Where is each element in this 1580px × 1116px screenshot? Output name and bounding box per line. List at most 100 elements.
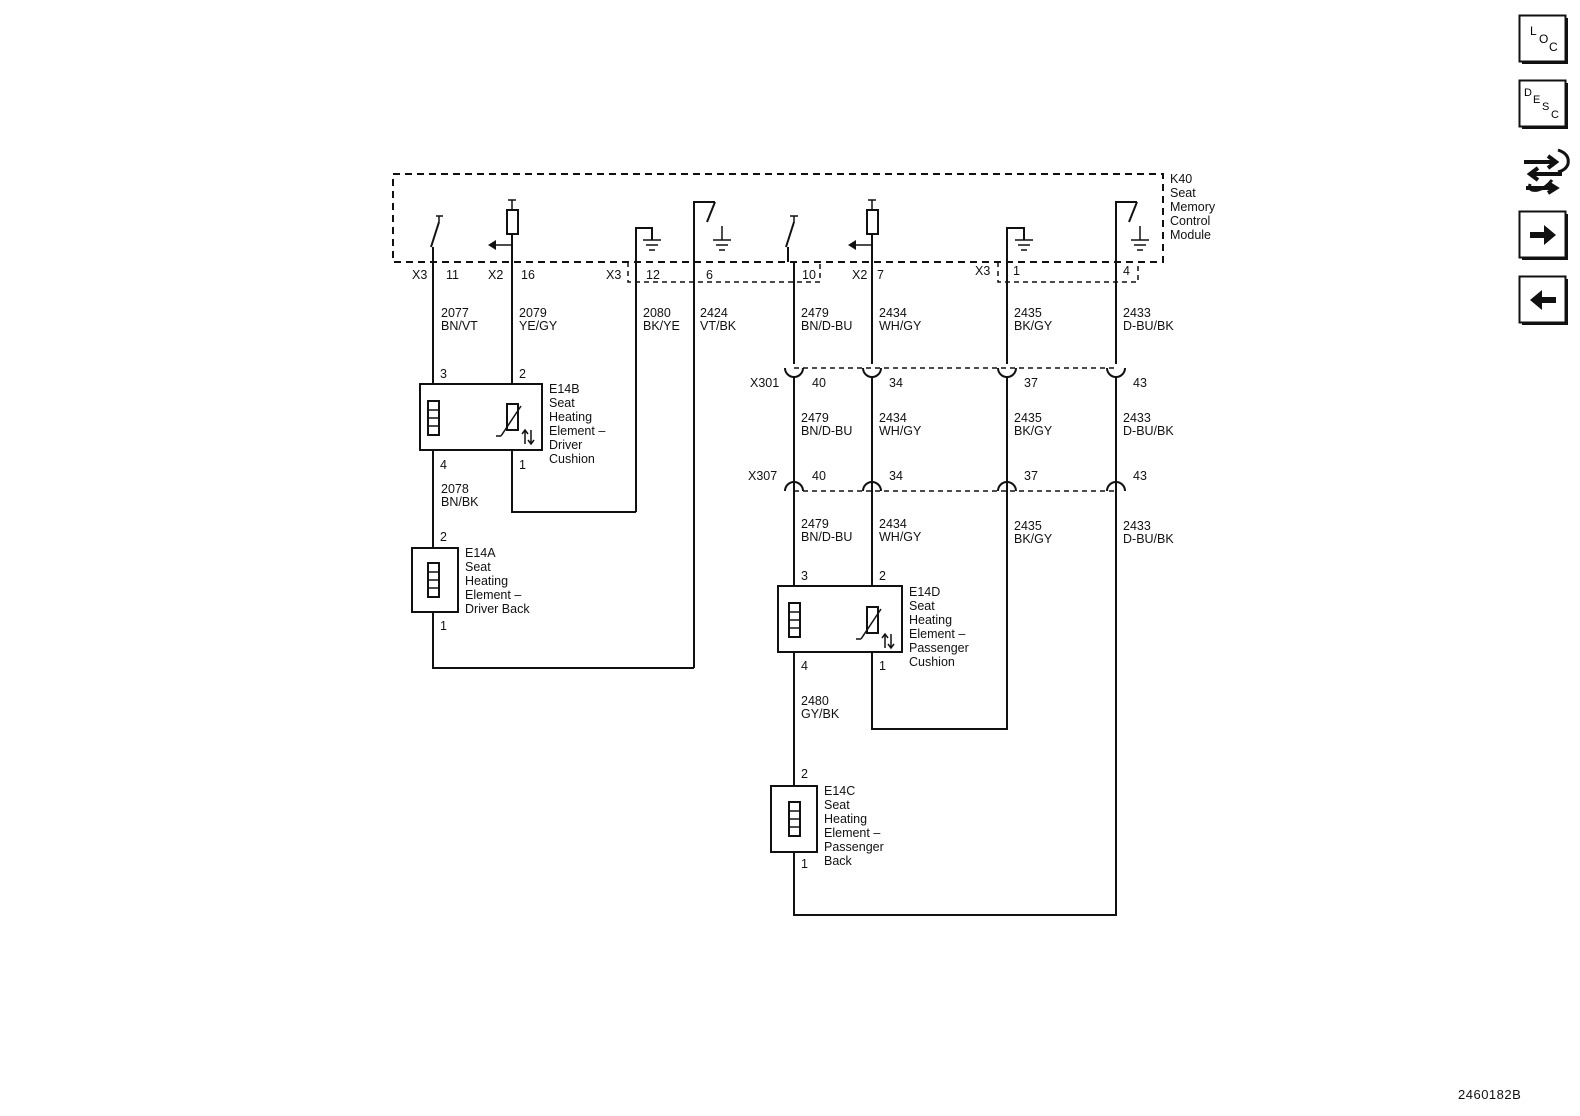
k40-module: K40 Seat Memory Control Module (392, 172, 1216, 283)
switch-symbol (785, 215, 798, 262)
pin-label: 6 (706, 268, 713, 282)
document-id: 2460182B (1458, 1087, 1522, 1102)
wire-circuit: 2480 (801, 694, 829, 708)
x307-inline-connector: X307 40 34 37 43 (748, 469, 1147, 492)
wire-circuit: 2080 (643, 306, 671, 320)
component-desc: Element – (824, 826, 880, 840)
wire-circuit: 2077 (441, 306, 469, 320)
wire-circuit: 2434 (879, 411, 907, 425)
thermistor-symbol (506, 403, 519, 431)
ground-symbol (635, 227, 661, 262)
next-page-button[interactable] (1518, 210, 1568, 260)
wire-circuit: 2434 (879, 306, 907, 320)
pin-label: 2 (879, 569, 886, 583)
connector-label: X301 (750, 376, 779, 390)
pin-label: 3 (440, 367, 447, 381)
wire-circuit: 2435 (1014, 411, 1042, 425)
module-outline (392, 173, 1164, 263)
wire-color: BN/D-BU (801, 319, 852, 333)
module-name-line: Module (1170, 228, 1211, 242)
e14b-driver-cushion-heater: 3 2 4 1 E14B Seat Heating Element – Driv… (419, 367, 605, 472)
e14a-driver-back-heater: 2 1 E14A Seat Heating Element – Driver B… (411, 530, 530, 633)
component-ref: E14D (909, 585, 940, 599)
desc-letter: D (1524, 87, 1532, 99)
wire-circuit: 2479 (801, 306, 829, 320)
pin-label: 2 (440, 530, 447, 544)
x3-connector-box-right (997, 262, 1139, 283)
wire-circuit: 2433 (1123, 306, 1151, 320)
pin-label: 2 (519, 367, 526, 381)
component-desc: Element – (909, 627, 965, 641)
component-desc: Driver Back (465, 602, 530, 616)
temperature-arrows-icon (881, 632, 895, 650)
desc-letter: E (1533, 94, 1540, 106)
component-outline (411, 547, 459, 613)
switch-to-ground-symbol (693, 201, 731, 262)
loc-letter: L (1530, 24, 1537, 38)
desc-letter: C (1551, 109, 1559, 121)
wire-circuit: 2479 (801, 517, 829, 531)
component-desc: Heating (465, 574, 508, 588)
component-desc: Seat (824, 798, 850, 812)
pin-label: 40 (812, 376, 826, 390)
module-name-line: Memory (1170, 200, 1216, 214)
component-desc: Heating (549, 410, 592, 424)
connector-label: X2 (852, 268, 867, 282)
wire-color: BK/GY (1014, 319, 1053, 333)
schematic-link-button[interactable] (1518, 146, 1570, 196)
wire-color: D-BU/BK (1123, 532, 1174, 546)
pin-label: 1 (1013, 264, 1020, 278)
connector-label: X3 (975, 264, 990, 278)
wire-circuit: 2433 (1123, 411, 1151, 425)
component-desc: Element – (549, 424, 605, 438)
component-desc: Back (824, 854, 853, 868)
wire-color: BN/D-BU (801, 424, 852, 438)
wire-circuit: 2079 (519, 306, 547, 320)
component-desc: Seat (549, 396, 575, 410)
connector-label: X3 (606, 268, 621, 282)
component-outline (770, 785, 818, 853)
pin-label: 43 (1133, 376, 1147, 390)
pin-label: 4 (440, 458, 447, 472)
location-button[interactable]: L O C (1518, 14, 1568, 64)
wire-color: BK/GY (1014, 532, 1053, 546)
module-name-line: Seat (1170, 186, 1196, 200)
wire-color: VT/BK (700, 319, 737, 333)
pin-label: 1 (879, 659, 886, 673)
component-outline (777, 585, 903, 653)
description-button[interactable]: D E S C (1518, 79, 1568, 129)
module-ref: K40 (1170, 172, 1192, 186)
x3-connector-box-left (627, 262, 821, 283)
temperature-arrows-icon (521, 428, 535, 446)
wire (511, 450, 636, 513)
pin-label: 37 (1024, 376, 1038, 390)
loc-letter: O (1539, 32, 1548, 46)
wire-color: WH/GY (879, 424, 922, 438)
component-desc: Cushion (549, 452, 595, 466)
schematic-link-icon (1524, 148, 1570, 195)
previous-page-button[interactable] (1518, 275, 1568, 325)
loc-letter: C (1549, 40, 1558, 54)
pin-label: 16 (521, 268, 535, 282)
pin-label: 34 (889, 376, 903, 390)
driver-circuits: 2077 BN/VT 2079 YE/GY 2080 BK/YE 2424 VT… (432, 262, 737, 669)
pullup-resistor-symbol (488, 199, 519, 262)
component-desc: Heating (909, 613, 952, 627)
component-ref: E14A (465, 546, 496, 560)
connector-label: X3 (412, 268, 427, 282)
wire (432, 612, 694, 669)
switch-to-ground-symbol (1115, 201, 1149, 262)
wire-circuit: 2434 (879, 517, 907, 531)
pin-label: 7 (877, 268, 884, 282)
component-desc: Cushion (909, 655, 955, 669)
component-desc: Heating (824, 812, 867, 826)
e14d-passenger-cushion-heater: 3 2 4 1 E14D Seat Heating Element – Pass… (777, 569, 969, 673)
wire-circuit: 2433 (1123, 519, 1151, 533)
pin-label: 37 (1024, 469, 1038, 483)
pin-label: 1 (519, 458, 526, 472)
component-ref: E14B (549, 382, 580, 396)
connector-labels: X3 11 X2 16 X3 12 6 10 X2 7 X3 1 4 (412, 264, 1130, 282)
pin-label: 3 (801, 569, 808, 583)
component-desc: Passenger (909, 641, 969, 655)
component-desc: Driver (549, 438, 582, 452)
